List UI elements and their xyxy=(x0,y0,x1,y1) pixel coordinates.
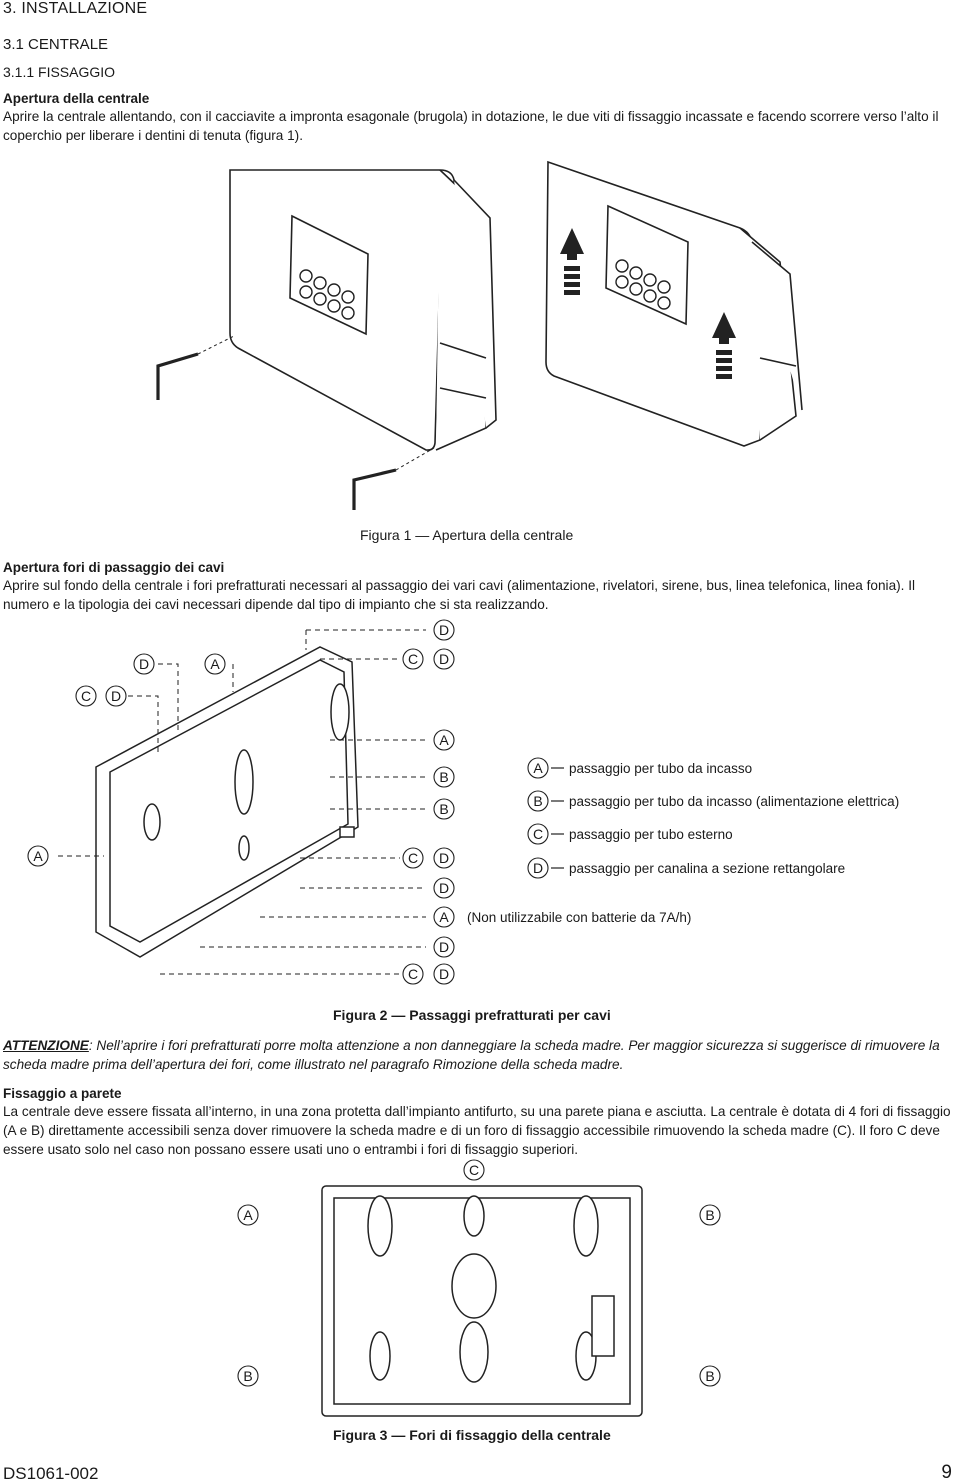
label-right-c2: C xyxy=(408,966,418,982)
figure2-illustration: D D A C D C D A A B B C D D A D C D A B … xyxy=(27,619,899,985)
subsection-heading: 3.1.1 FISSAGGIO xyxy=(3,64,116,80)
figure1-illustration xyxy=(156,160,803,510)
label-row1-d: D xyxy=(139,656,149,672)
figure3-illustration: C A B B B xyxy=(237,1159,721,1417)
label-right-b2: B xyxy=(439,801,448,817)
label-right-b1: B xyxy=(439,769,448,785)
fig3-label-b-right: B xyxy=(705,1368,714,1384)
label-right-a2: A xyxy=(439,909,449,925)
legend-text-a: passaggio per tubo da incasso xyxy=(569,761,752,776)
fig3-label-c: C xyxy=(469,1162,479,1178)
label-right-d4: D xyxy=(439,966,449,982)
fori-title: Apertura fori di passaggio dei cavi xyxy=(3,560,225,575)
parete-text: La centrale deve essere fissata all’inte… xyxy=(3,1104,951,1157)
fori-text: Aprire sul fondo della centrale i fori p… xyxy=(3,578,916,612)
label-right-d3: D xyxy=(439,939,449,955)
figure2-caption: Figura 2 — Passaggi prefratturati per ca… xyxy=(333,1007,611,1023)
label-left-a: A xyxy=(33,848,43,864)
label-row1-c: C xyxy=(408,651,418,667)
fig3-label-b-left: B xyxy=(243,1368,252,1384)
label-right-c: C xyxy=(408,850,418,866)
label-right-d2: D xyxy=(439,880,449,896)
fig3-label-a: A xyxy=(243,1207,253,1223)
legend-text-b: passaggio per tubo da incasso (alimentaz… xyxy=(569,794,899,809)
attention-note: ATTENZIONE: Nell’aprire i fori prefrattu… xyxy=(3,1036,955,1074)
label-row1-d2: D xyxy=(439,651,449,667)
legend-key-c: C xyxy=(533,826,543,842)
attention-label: ATTENZIONE xyxy=(3,1038,89,1053)
label-row2-d: D xyxy=(111,688,121,704)
label-row2-c: C xyxy=(81,688,91,704)
fig3-label-b-top: B xyxy=(705,1207,714,1223)
label-right-d1: D xyxy=(439,850,449,866)
legend-key-b: B xyxy=(533,793,542,809)
chapter-heading: 3. INSTALLAZIONE xyxy=(3,0,148,17)
document-code: DS1061-002 xyxy=(3,1464,99,1483)
battery-note: (Non utilizzabile con batterie da 7A/h) xyxy=(467,910,691,925)
legend-key-a: A xyxy=(533,760,543,776)
label-right-a1: A xyxy=(439,732,449,748)
legend-text-d: passaggio per canalina a sezione rettang… xyxy=(569,861,845,876)
parete-title: Fissaggio a parete xyxy=(3,1086,122,1101)
apertura-title: Apertura della centrale xyxy=(3,91,150,106)
legend-text-c: passaggio per tubo esterno xyxy=(569,827,733,842)
figure3-caption: Figura 3 — Fori di fissaggio della centr… xyxy=(333,1427,611,1443)
label-row1-a: A xyxy=(210,656,220,672)
label-top-d: D xyxy=(439,622,449,638)
section-heading: 3.1 CENTRALE xyxy=(3,36,109,53)
page-number: 9 xyxy=(941,1462,952,1483)
figure1-caption: Figura 1 — Apertura della centrale xyxy=(360,527,574,543)
legend-key-d: D xyxy=(533,860,543,876)
apertura-text: Aprire la centrale allentando, con il ca… xyxy=(3,109,939,143)
attention-text: : Nell’aprire i fori prefratturati porre… xyxy=(3,1038,940,1072)
